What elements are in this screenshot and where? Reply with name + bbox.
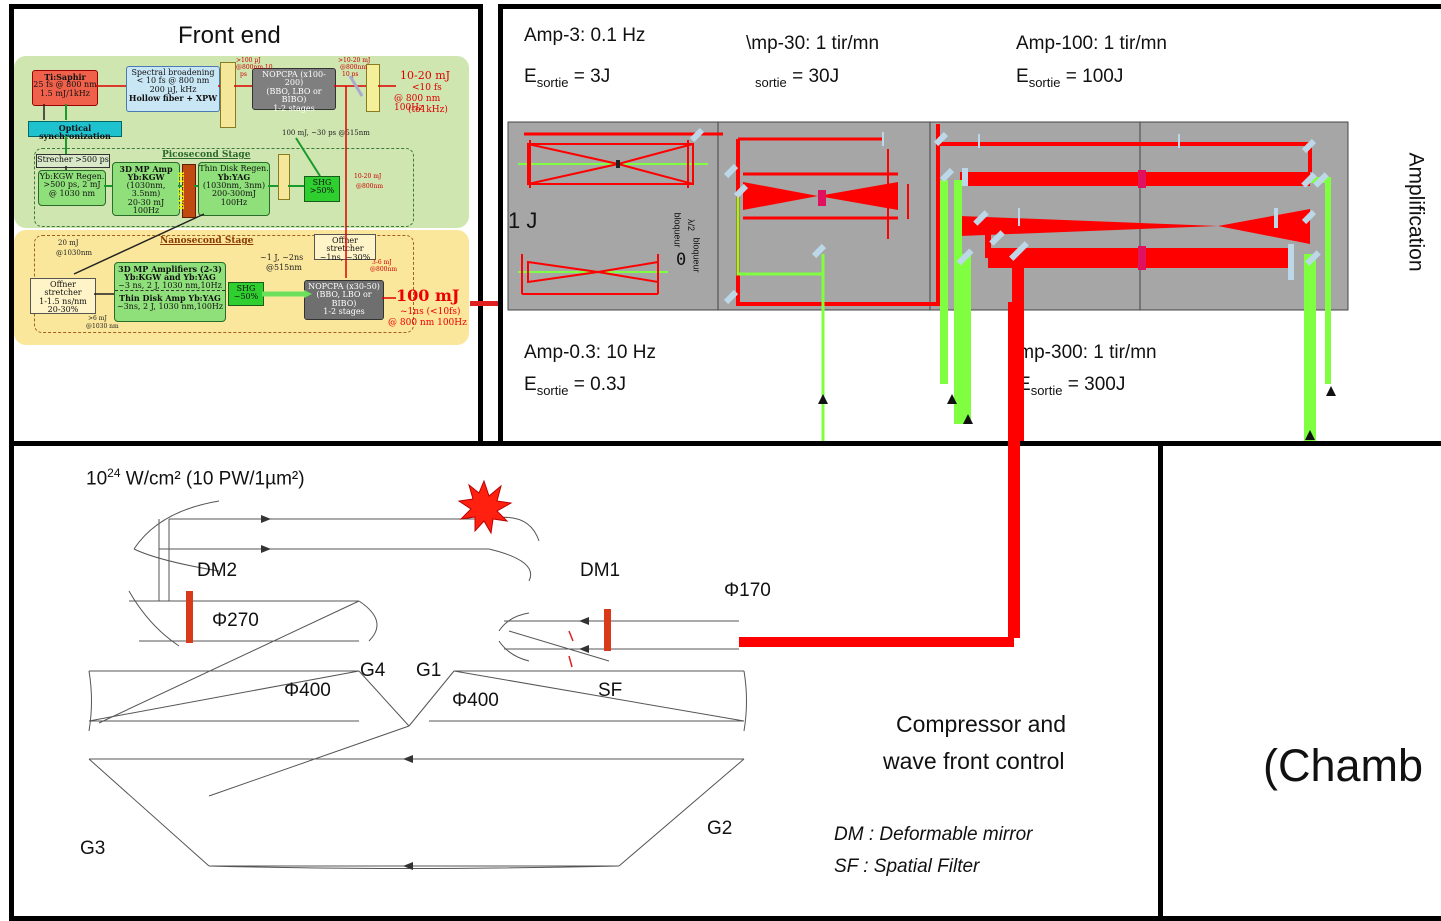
phi170-label: Φ170 <box>724 580 771 602</box>
compressor-title-1: Compressor and <box>896 711 1066 738</box>
front-end-title: Front end <box>178 22 281 50</box>
compressor-input-beam <box>739 637 1014 647</box>
g3-label: G3 <box>80 838 105 860</box>
compressor-title-2: wave front control <box>883 748 1065 775</box>
phi400b-label: Φ400 <box>452 690 499 712</box>
table-1 <box>508 122 718 310</box>
g4-label: G4 <box>360 660 385 682</box>
amp-to-compressor-beam <box>1008 302 1020 638</box>
legend-dm: DM : Deformable mirror <box>834 824 1032 846</box>
dm1-label: DM1 <box>580 560 620 582</box>
table-4 <box>1140 122 1348 310</box>
g1-label: G1 <box>416 660 441 682</box>
zero-label: 0 <box>676 250 686 270</box>
dm2-label: DM2 <box>197 560 237 582</box>
g2-label: G2 <box>707 818 732 840</box>
front-end-flowchart: Picosecond Stage Nanosecond Stage Ti:Sap… <box>14 54 470 346</box>
amplification-layout <box>498 4 1441 446</box>
dm1-mirror <box>604 609 611 651</box>
phi400a-label: Φ400 <box>284 680 331 702</box>
compressor-diagram <box>9 441 1164 921</box>
half-wave-label: λ/2 <box>686 219 696 231</box>
front-end-arrows <box>14 54 470 346</box>
dm2-mirror <box>186 591 193 643</box>
input-arrows <box>818 386 1336 440</box>
bloqueur-label-2: bloqueur <box>692 237 702 272</box>
focus-star <box>459 481 511 533</box>
sf-label: SF <box>598 680 622 702</box>
chamber-panel <box>1158 441 1441 921</box>
phi270-label: Φ270 <box>212 610 259 632</box>
legend-sf: SF : Spatial Filter <box>834 856 979 878</box>
chamber-label: (Chamb <box>1263 740 1423 792</box>
one-j-label: 1 J <box>508 208 537 234</box>
bloqueur-label-1: bloqueur <box>673 212 683 247</box>
